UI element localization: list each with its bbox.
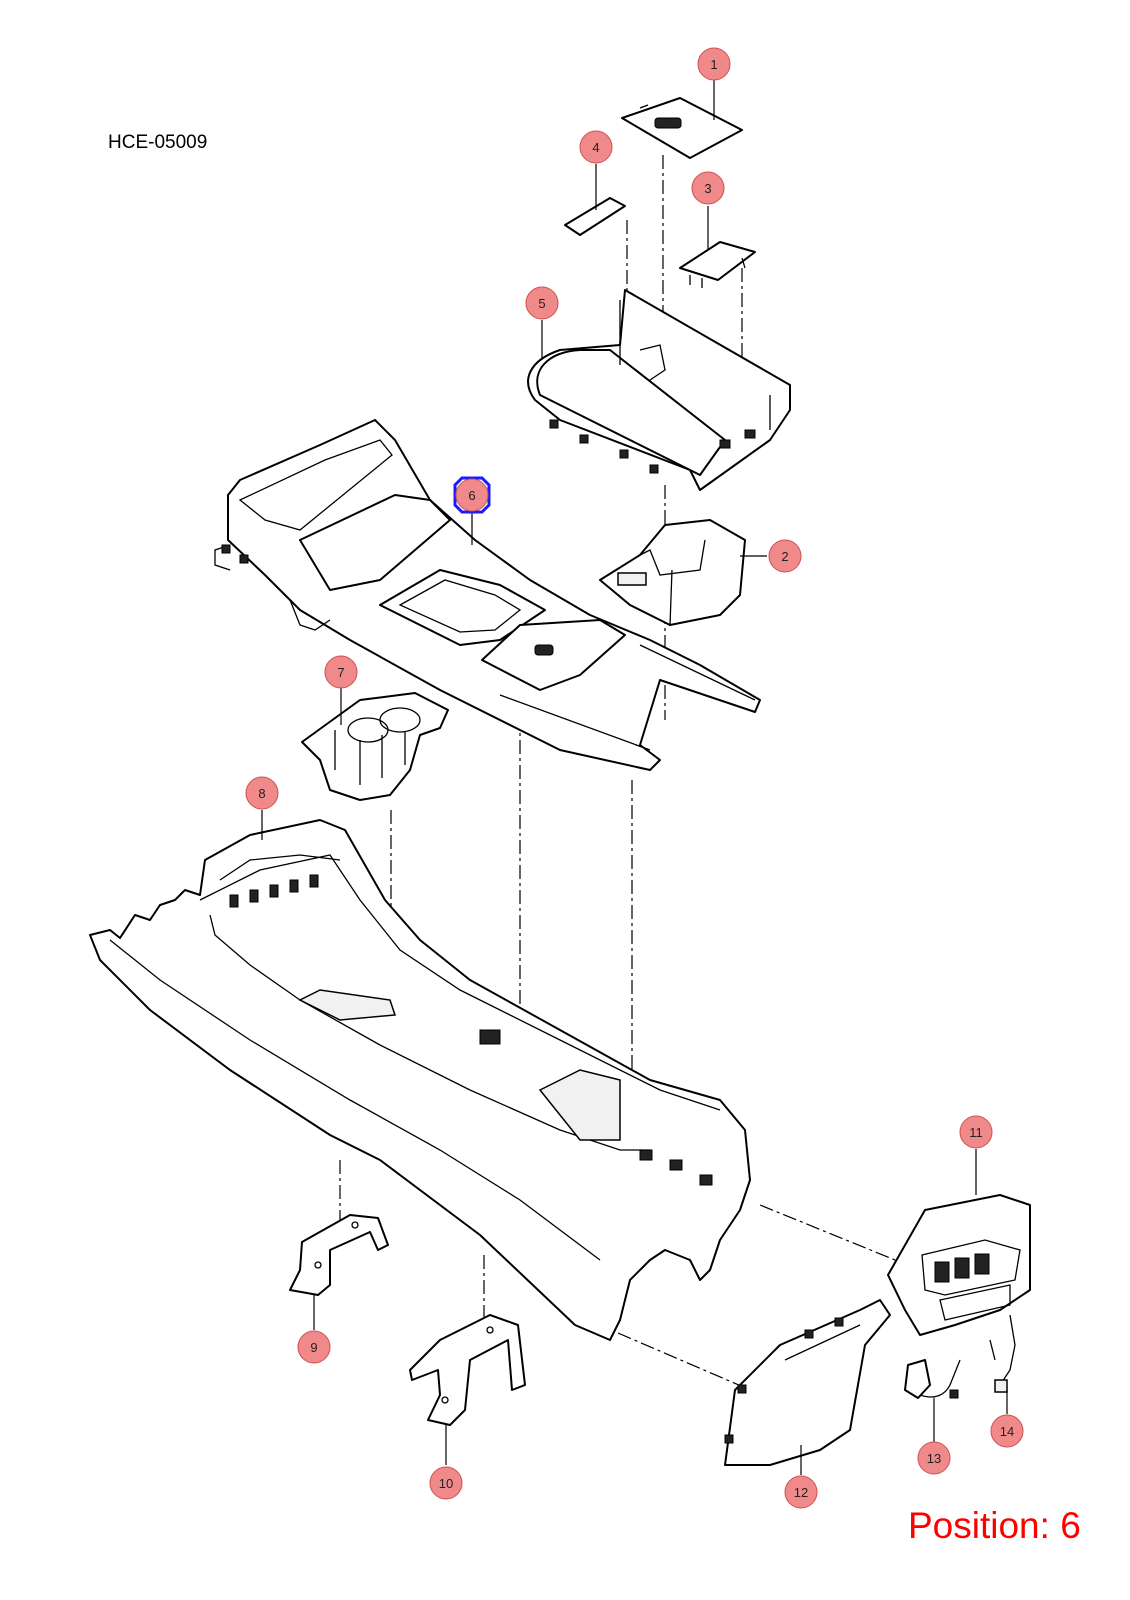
callout-circle xyxy=(245,776,279,810)
callout-circle xyxy=(784,1475,818,1509)
part-10-bracket xyxy=(409,1314,526,1426)
callout-circle xyxy=(455,478,489,512)
callout-circle xyxy=(324,655,358,689)
callout-label: 12 xyxy=(794,1485,808,1500)
callout-1[interactable]: 1 xyxy=(697,47,731,81)
callout-label: 11 xyxy=(969,1125,983,1140)
callout-circle xyxy=(579,130,613,164)
callout-12[interactable]: 12 xyxy=(784,1475,818,1509)
part-13-sensor-harness xyxy=(904,1359,961,1399)
callout-circle xyxy=(697,47,731,81)
part-7-cup-holder xyxy=(301,692,449,801)
part-2-storage-bin xyxy=(599,519,746,626)
callout-6[interactable]: 6 xyxy=(453,476,491,514)
part-12-side-panel xyxy=(724,1299,891,1466)
callout-2[interactable]: 2 xyxy=(768,539,802,573)
part-11-rear-vent-bezel xyxy=(887,1194,1031,1336)
part-1-armrest-pad xyxy=(621,97,743,159)
callout-label: 10 xyxy=(439,1476,453,1491)
callout-label: 13 xyxy=(927,1451,941,1466)
part-4-trim-strip xyxy=(564,197,626,236)
callout-label: 1 xyxy=(710,57,717,72)
part-8-console-body xyxy=(89,819,751,1341)
callout-label: 14 xyxy=(1000,1424,1014,1439)
callout-9[interactable]: 9 xyxy=(297,1330,331,1364)
callout-circle xyxy=(525,286,559,320)
part-5-armrest-lid xyxy=(527,289,791,491)
selected-callout-highlight xyxy=(453,476,491,514)
callout-label: 8 xyxy=(258,786,265,801)
callout-label: 6 xyxy=(468,488,475,503)
callout-5[interactable]: 5 xyxy=(525,286,559,320)
callout-7[interactable]: 7 xyxy=(324,655,358,689)
callout-label: 3 xyxy=(704,181,711,196)
callout-circle xyxy=(768,539,802,573)
callout-label: 4 xyxy=(592,140,599,155)
callout-label: 2 xyxy=(781,549,788,564)
callout-13[interactable]: 13 xyxy=(917,1441,951,1475)
drawing-code: HCE-05009 xyxy=(108,132,208,153)
callout-14[interactable]: 14 xyxy=(990,1414,1024,1448)
callout-circle xyxy=(917,1441,951,1475)
callout-label: 5 xyxy=(538,296,545,311)
callout-3[interactable]: 3 xyxy=(691,171,725,205)
callout-label: 9 xyxy=(310,1340,317,1355)
callout-8[interactable]: 8 xyxy=(245,776,279,810)
callout-11[interactable]: 11 xyxy=(959,1115,993,1149)
part-3-clip-panel xyxy=(679,241,756,288)
part-9-bracket xyxy=(289,1214,389,1296)
callout-circle xyxy=(429,1466,463,1500)
callout-circle xyxy=(959,1115,993,1149)
callout-leaders xyxy=(261,80,1008,1475)
callout-label: 7 xyxy=(337,665,344,680)
callout-circle xyxy=(297,1330,331,1364)
callout-circle xyxy=(691,171,725,205)
position-label: Position: 6 xyxy=(908,1505,1081,1546)
callout-4[interactable]: 4 xyxy=(579,130,613,164)
callout-10[interactable]: 10 xyxy=(429,1466,463,1500)
callout-circle xyxy=(990,1414,1024,1448)
part-14-wire-harness xyxy=(989,1314,1016,1393)
part-6-console-top-trim xyxy=(214,419,761,771)
